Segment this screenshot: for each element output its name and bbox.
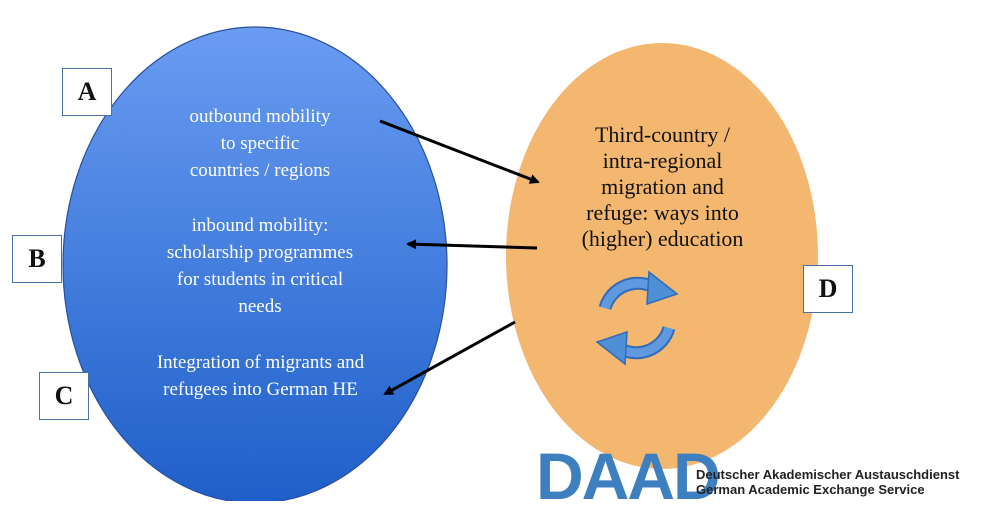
- label-b: B: [12, 235, 62, 283]
- arrow-right-to-integration: [383, 320, 516, 396]
- daad-logo-line-english: German Academic Exchange Service: [696, 482, 925, 497]
- diagram-canvas: [62, 26, 818, 501]
- inbound-mobility-text: inbound mobility: scholarship programmes…: [166, 215, 354, 317]
- outbound-mobility-text: outbound mobility to specific countries …: [189, 106, 331, 181]
- left-ellipse: [62, 26, 448, 501]
- label-c: C: [39, 372, 89, 420]
- arrow-outbound-to-right: [379, 119, 540, 184]
- integration-text: Integration of migrants and refugees int…: [156, 352, 365, 400]
- right-ellipse: [506, 43, 818, 469]
- daad-logo-wordmark: DAAD: [536, 439, 721, 513]
- third-country-migration-text: Third-country / intra-regional migration…: [581, 122, 744, 251]
- arrow-right-to-inbound: [406, 239, 538, 250]
- label-a: A: [62, 68, 112, 116]
- daad-logo-line-german: Deutscher Akademischer Austauschdienst: [696, 467, 960, 482]
- cycle-arrows-icon: [595, 270, 679, 366]
- label-d: D: [803, 265, 853, 313]
